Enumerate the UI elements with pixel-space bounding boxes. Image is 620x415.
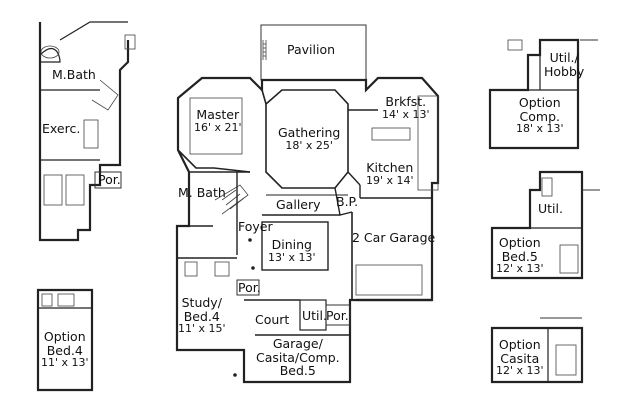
- brkfst-room-label: Brkfst. 14' x 13': [382, 95, 430, 120]
- option-casita-line1: Option: [498, 337, 541, 352]
- study-bed4-label: Study/ Bed.4 11' x 15': [178, 296, 226, 335]
- casita-garage-label: Garage/ Casita/Comp. Bed.5: [256, 337, 340, 378]
- casita-garage-name-line2: Casita/Comp.: [256, 349, 340, 365]
- util-hobby-line1: Util./: [549, 50, 579, 65]
- foyer-label: Foyer: [238, 219, 273, 234]
- study-bed4-size: 11' x 15': [178, 322, 226, 335]
- kitchen-size: 19' x 14': [366, 173, 414, 187]
- main-util-label: Util.: [302, 308, 327, 323]
- main-porch-left-label: Por.: [238, 280, 261, 295]
- left-option-bed4-size: 11' x 13': [41, 356, 89, 369]
- option-comp-size: 18' x 13': [516, 122, 564, 135]
- exerc-label: Exerc.: [42, 121, 81, 136]
- master-room-label: Master 16' x 21': [194, 108, 242, 133]
- gathering-room-label: Gathering 18' x 25': [278, 126, 340, 151]
- study-bed4-name-line1: Study/: [181, 295, 222, 310]
- kitchen-label: Kitchen 19' x 14': [366, 161, 414, 186]
- casita-garage-name-line1: Garage/: [272, 336, 323, 351]
- dining-room-name: Dining: [271, 237, 312, 252]
- court-label: Court: [255, 312, 290, 327]
- option-bed5-line2: Bed.5: [501, 248, 538, 264]
- right-comp-option-wall: [488, 38, 580, 150]
- garage-label: 2 Car Garage: [352, 230, 436, 245]
- option-casita-size: 12' x 13': [496, 364, 544, 377]
- master-room-name: Master: [196, 107, 240, 122]
- option-comp-label: Option Comp. 18' x 13': [516, 96, 564, 135]
- left-option-bed4-line2: Bed.4: [46, 342, 83, 358]
- butler-pantry-label: B.P.: [336, 194, 359, 209]
- brkfst-room-name: Brkfst.: [385, 94, 427, 109]
- gallery-label: Gallery: [276, 197, 321, 212]
- left-option-plans: [36, 21, 136, 392]
- brkfst-room-size: 14' x 13': [382, 107, 430, 121]
- left-m-bath-label: M.Bath: [52, 67, 96, 82]
- left-porch-label: Por.: [98, 172, 121, 187]
- option-bed5-size: 12' x 13': [496, 262, 544, 275]
- main-porch-right-label: Por.: [326, 308, 349, 323]
- util-hobby-line2: Hobby: [544, 63, 585, 79]
- casita-garage-name-line3: Bed.5: [279, 363, 316, 378]
- right-bed5-option-wall: [490, 170, 584, 280]
- option-casita-label: Option Casita 12' x 13': [496, 338, 544, 377]
- main-m-bath-label: M. Bath: [178, 185, 226, 200]
- dining-room-outline: [261, 221, 329, 271]
- gathering-room-name: Gathering: [278, 125, 341, 140]
- study-bed4-name-line2: Bed.4: [183, 308, 220, 324]
- right-option-plans: [488, 38, 600, 384]
- pavilion-label: Pavilion: [287, 42, 336, 57]
- left-option-bed4-line1: Option: [43, 329, 86, 344]
- option-comp-line2: Comp.: [519, 108, 560, 124]
- main-floor-plan: [175, 24, 440, 384]
- option-bed5-label: Option Bed.5 12' x 13': [496, 236, 544, 275]
- dining-room-label: Dining 13' x 13': [268, 238, 316, 263]
- option-comp-line1: Option: [518, 95, 561, 110]
- option-bed5-line1: Option: [498, 235, 541, 250]
- kitchen-name: Kitchen: [366, 160, 414, 175]
- option-casita-line2: Casita: [500, 350, 540, 366]
- left-lower-option-wall: [36, 288, 94, 392]
- util-hobby-label: Util./ Hobby: [544, 51, 584, 78]
- right-casita-option-wall: [490, 326, 584, 384]
- dining-room-size: 13' x 13': [268, 250, 316, 264]
- left-option-bed4-label: Option Bed.4 11' x 13': [41, 330, 89, 369]
- master-room-size: 16' x 21': [194, 120, 242, 134]
- gathering-room-size: 18' x 25': [285, 138, 333, 152]
- right-util-label: Util.: [538, 201, 563, 216]
